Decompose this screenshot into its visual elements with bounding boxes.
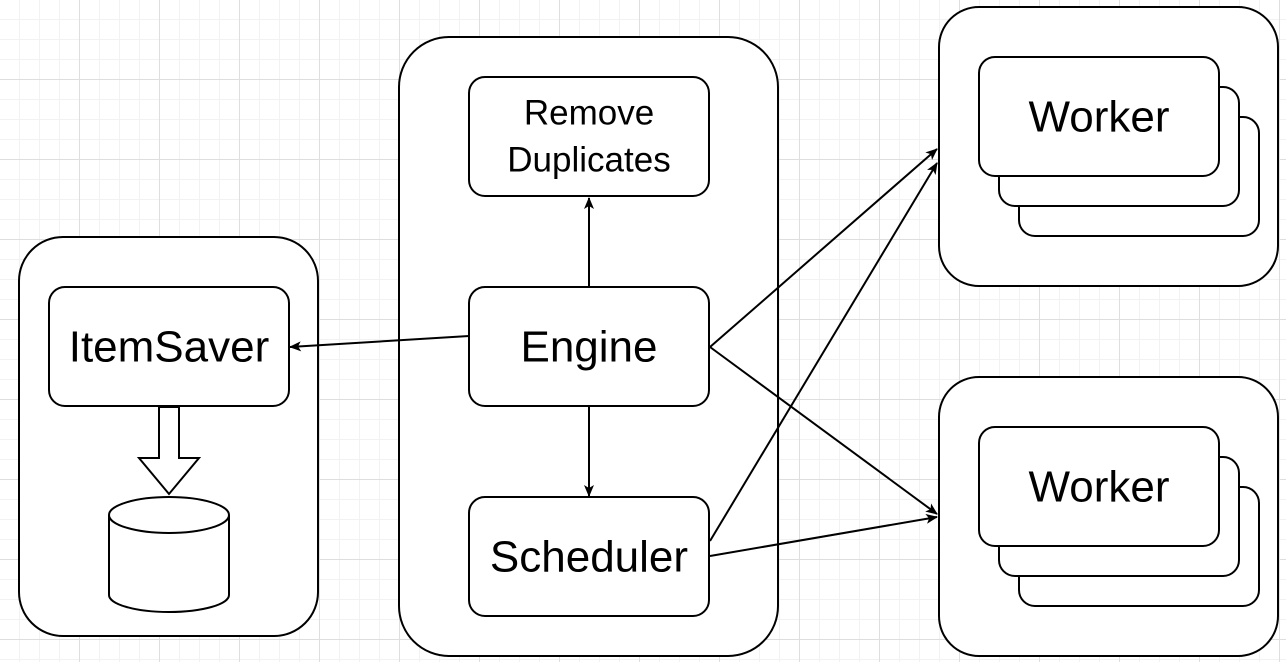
remove-duplicates-label-line2: Duplicates bbox=[507, 141, 670, 180]
worker-stack-top[interactable]: Worker bbox=[978, 56, 1260, 237]
worker-stack-bottom[interactable]: Worker bbox=[978, 426, 1260, 607]
edge-engine-worker-top bbox=[709, 148, 938, 348]
edge-engine-itemsaver bbox=[289, 335, 470, 352]
scheduler-node[interactable]: Scheduler bbox=[468, 496, 710, 617]
engine-label: Engine bbox=[520, 323, 657, 372]
edge-scheduler-worker-bottom bbox=[709, 513, 938, 557]
itemsaver-label: ItemSaver bbox=[69, 323, 270, 372]
storage-arrow-icon bbox=[136, 406, 202, 496]
edge-scheduler-worker-top bbox=[709, 162, 938, 542]
database-icon bbox=[108, 496, 230, 613]
scheduler-label: Scheduler bbox=[490, 533, 688, 582]
remove-duplicates-label-line1: Remove bbox=[524, 94, 654, 133]
itemsaver-node[interactable]: ItemSaver bbox=[48, 286, 290, 407]
worker-top-label: Worker bbox=[1029, 93, 1170, 142]
worker-bottom-label: Worker bbox=[1029, 463, 1170, 512]
engine-node[interactable]: Engine bbox=[468, 286, 710, 407]
remove-duplicates-node[interactable]: Remove Duplicates bbox=[468, 76, 710, 197]
edge-engine-worker-bottom bbox=[709, 346, 938, 515]
